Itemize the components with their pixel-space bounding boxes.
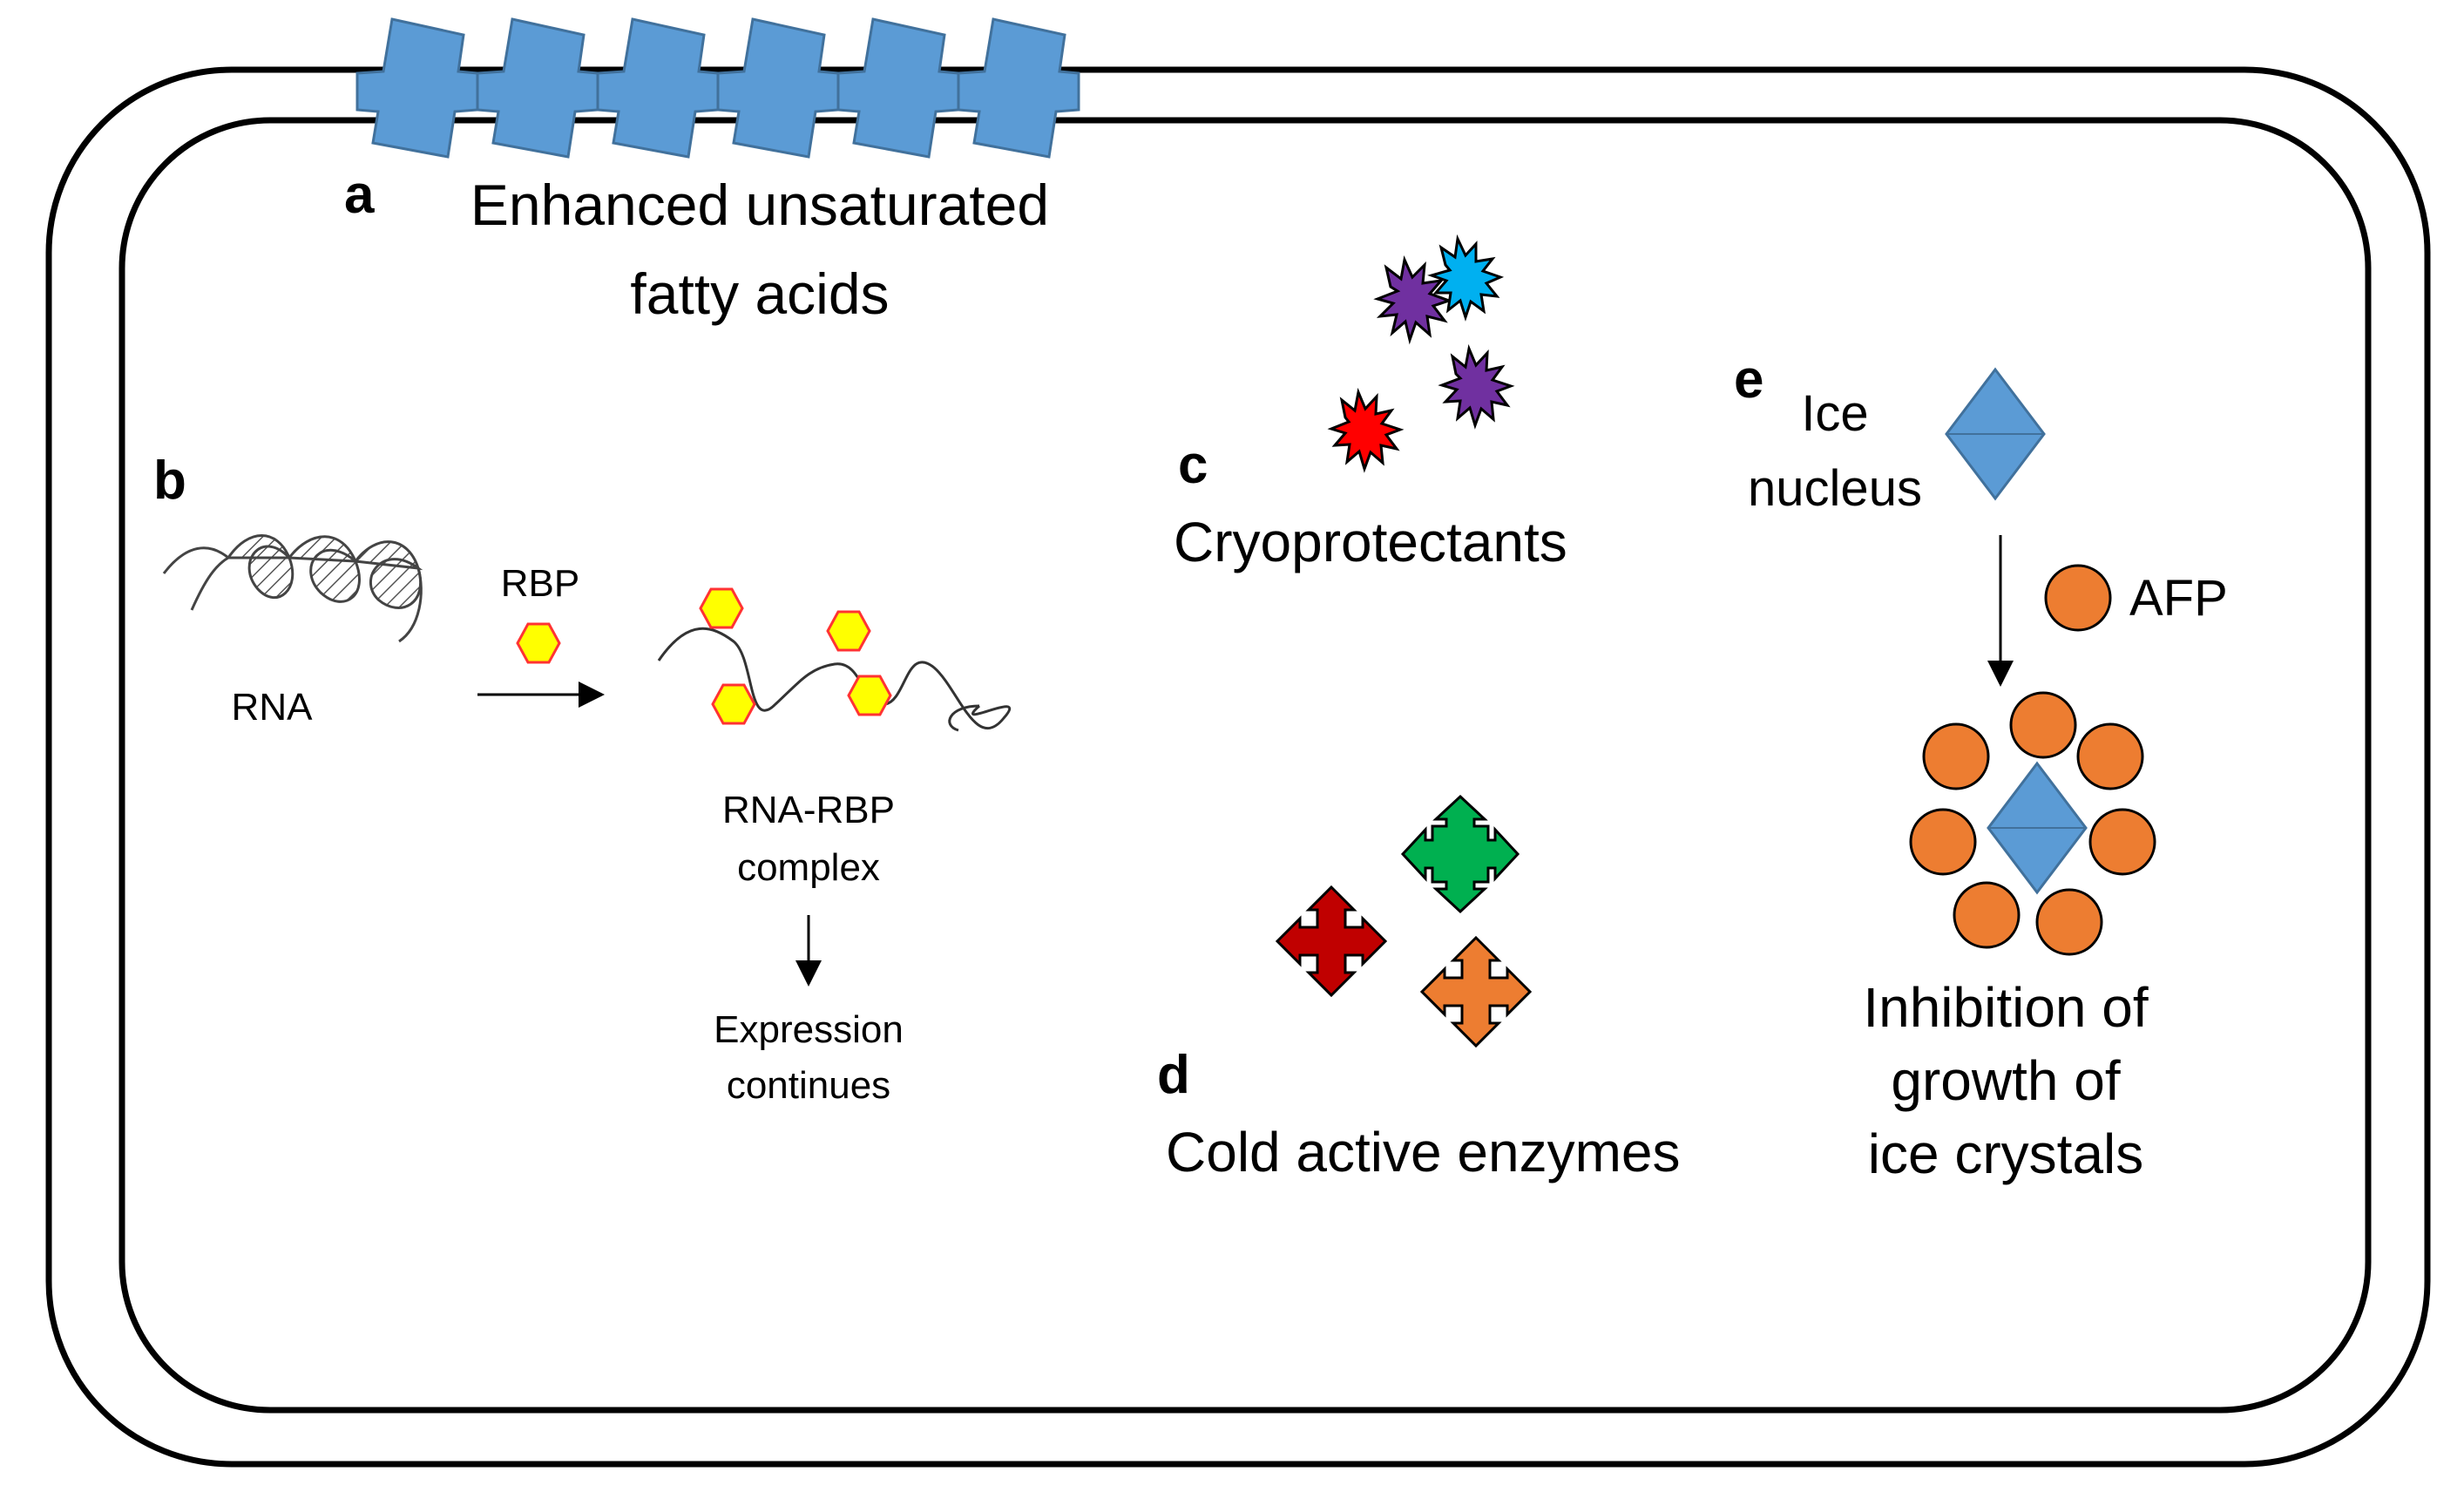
fatty-acid-unit [957,17,1080,159]
panel-c-letter: c [1178,435,1208,495]
bound-rbp-hexagon [847,675,892,716]
panel-a-title-line2: fatty acids [630,261,889,326]
inner-cell-membrane [118,117,2372,1414]
unsaturated-fatty-acid-chain [355,17,1080,159]
cryoprotectant-red [1327,387,1405,473]
bound-rbp-hexagon [711,683,756,725]
panel-d-letter: d [1157,1045,1190,1105]
panel-d-title: Cold active enzymes [1166,1121,1680,1183]
inhibition-label-line1: Inhibition of [1863,976,2149,1039]
ice-nucleus-crystal [1945,367,2046,501]
afp-bound-ice-crystal [1909,691,2156,956]
fatty-acid-unit [836,17,960,159]
cryoprotectant-blue [1427,234,1505,322]
enzyme-green [1400,794,1520,914]
rbp-hexagon [516,622,561,664]
fatty-acid-unit [476,17,599,159]
inhibition-label-line2: growth of [1891,1049,2120,1112]
panel-a-letter: a [344,165,375,225]
enzyme-red [1275,885,1388,998]
fatty-acid-unit [716,17,840,159]
rbp-label: RBP [501,562,579,605]
ice-nucleus-label-line1: Ice [1801,385,1868,442]
cryoprotectant-purple [1373,254,1453,345]
rna-label: RNA [232,686,314,729]
afp-molecule [2044,564,2112,632]
cryoprotectant-purple [1438,343,1515,430]
panel-c-title: Cryoprotectants [1174,511,1567,573]
rna-rbp-complex [657,587,1012,732]
inhibition-label-line3: ice crystals [1868,1122,2144,1185]
afp-label: AFP [2129,570,2228,627]
bound-rbp-hexagon [699,587,744,629]
complex-label-line2: complex [737,846,880,889]
panel-b-letter: b [153,451,186,511]
fatty-acid-unit [596,17,720,159]
outer-cell-wall [45,66,2431,1468]
expression-label-line2: continues [727,1064,890,1107]
enzyme-orange [1419,935,1533,1048]
fatty-acid-unit [355,17,479,159]
panel-e-letter: e [1734,349,1763,410]
bound-rbp-hexagon [826,610,871,652]
complex-label-line1: RNA-RBP [722,789,895,831]
ice-nucleus-label-line2: nucleus [1748,460,1922,517]
expression-label-line1: Expression [714,1008,904,1051]
panel-a-title-line1: Enhanced unsaturated [470,173,1049,237]
rna-helix [162,534,423,643]
